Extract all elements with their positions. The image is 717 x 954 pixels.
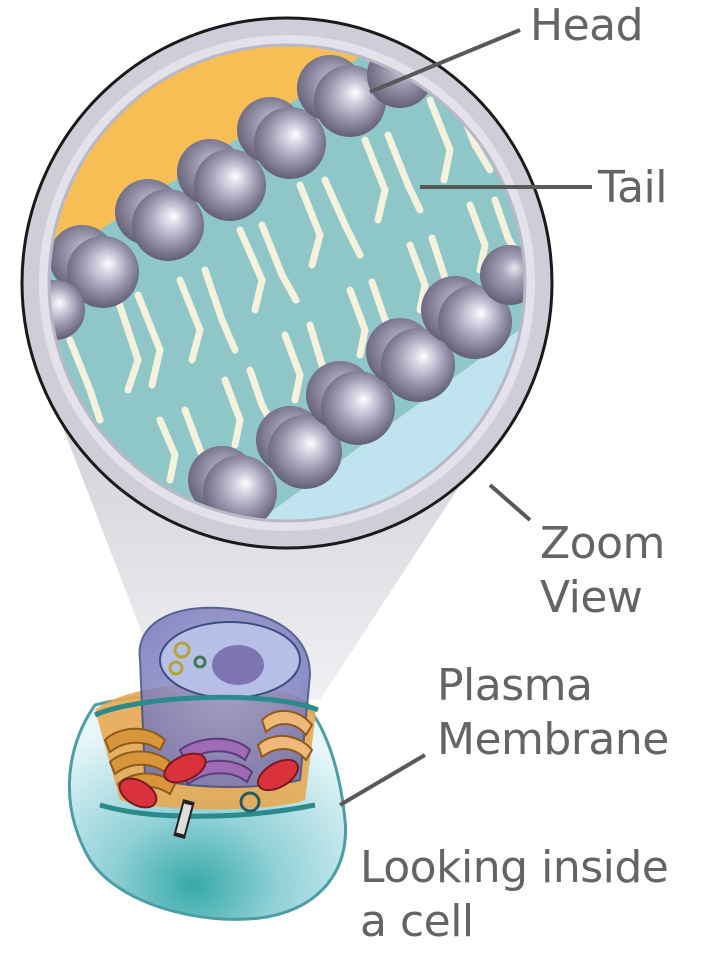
looking-inside-label-line1: Looking inside <box>360 842 668 894</box>
head-label: Head <box>530 0 643 52</box>
plasma-membrane-leader-line <box>340 755 425 805</box>
zoom-view-leader-line <box>490 485 530 520</box>
plasma-membrane-label-line2: Membrane <box>437 714 669 766</box>
tail-label: Tail <box>598 162 667 214</box>
zoom-view-label-line2: View <box>540 572 642 624</box>
looking-inside-label-line2: a cell <box>360 896 474 948</box>
cell <box>69 608 345 920</box>
plasma-membrane-label-line1: Plasma <box>437 660 592 712</box>
zoom-view-label-line1: Zoom <box>540 518 665 570</box>
